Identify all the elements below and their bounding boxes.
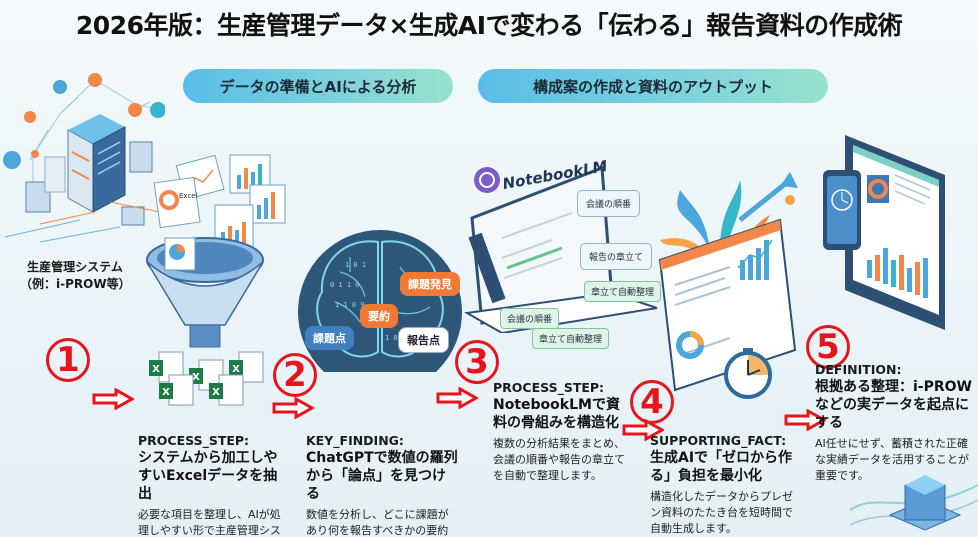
svg-text:X: X [212,387,220,398]
tablet-report-illustration [823,135,945,330]
network-node-icon [128,103,142,117]
network-node-icon [3,151,21,169]
network-node-icon [24,111,36,123]
step-4-card: SUPPORTING_FACT: 生成AIで「ゼロから作る」負担を最小化 構造化… [650,433,800,537]
step-number-4: 4 [630,380,674,424]
network-node-icon [53,80,67,94]
step-2-card: KEY_FINDING: ChatGPTで数値の羅列から「論点」を見つける 数値… [306,433,458,537]
bubble-summary: 要約 [360,304,398,328]
tag-auto-chapters-2: 章立て自動整理 [532,328,610,349]
bubble-issue-discovery: 課題発見 [400,272,460,296]
svg-text:0 1 1 0: 0 1 1 0 [330,281,360,289]
step-5-card: DEFINITION: 根拠ある整理：i-PROWなどの実データを起点にする A… [815,362,975,484]
step-3-label: PROCESS_STEP: [493,380,605,395]
ai-brain-illustration: 1 0 10 1 1 01 1 0 9 0 11 0 1 課題発見 要約 課題点… [290,222,470,372]
note-report-chapters: 報告の章立て [580,243,653,270]
step-2-heading: ChatGPTで数値の羅列から「論点」を見つける [306,449,458,502]
step-number-2: 2 [273,353,317,397]
svg-text:X: X [192,372,200,383]
bubble-report-points: 報告点 [398,327,449,353]
step-1-label: PROCESS_STEP: [138,433,250,448]
step-number-5: 5 [806,325,850,369]
step-1-heading: システムから加工しやすいExcelデータを抽出 [138,449,278,502]
step-1-card: PROCESS_STEP: システムから加工しやすいExcelデータを抽出 必要… [138,433,290,537]
phase-pill-data-analysis: データの準備とAIによる分析 [183,69,453,103]
step-3-heading: NotebookLMで資料の骨組みを構造化 [493,396,620,431]
tag-auto-chapters: 章立て自動整理 [584,281,662,302]
notebooklm-logo-icon [474,167,500,193]
page-title: 2026年版：生産管理データ×生成AIで変わる「伝わる」報告資料の作成術 [75,11,903,40]
svg-text:1 0 1: 1 0 1 [345,261,366,269]
arrow-right-icon [622,419,664,441]
tag-meeting-order: 会議の順番 [500,308,560,329]
note-meeting-order: 会議の順番 [577,190,641,217]
excel-files-group: X X X X X [145,350,295,410]
step-4-heading: 生成AIで「ゼロから作る」負担を最小化 [650,449,793,484]
step-2-body: 数値を分析し、どこに課題があり何を報告すべきかの要約をAIに補助させます。 [306,508,449,537]
network-node-icon [150,102,165,118]
svg-text:X: X [152,364,160,375]
step-number-1: 1 [46,338,90,382]
step-4-label: SUPPORTING_FACT: [650,433,787,448]
excel-file-icon: X [209,374,244,406]
svg-text:1 1 0 9: 1 1 0 9 [335,301,365,309]
arrow-right-icon [272,397,314,419]
server-small-icon [25,141,153,226]
excel-panel-label: Excel [179,192,198,200]
arrow-right-icon [784,409,826,431]
step-3-card: PROCESS_STEP: NotebookLMで資料の骨組みを構造化 複数の分… [493,380,633,484]
svg-text:X: X [232,364,240,375]
data-funnel-illustration: Excel [146,154,286,348]
notebooklm-illustration: NotebookLM 会議の順番 報告の章立て 会議の順番 章立て自動整理 章立… [462,148,662,349]
smartphone-icon [823,170,861,250]
arrow-right-icon [436,387,478,409]
data-cube-decoration [850,475,978,531]
arrow-right-icon [92,388,134,410]
excel-panel: Excel [153,176,201,229]
presentation-generation-illustration [658,172,798,399]
presentation-document-icon [658,218,797,392]
tablet-icon [845,135,945,330]
step-4-body: 構造化したデータからプレゼン資料のたたき台を短時間で自動生成します。 [650,490,793,535]
svg-text:1 0 1: 1 0 1 [385,334,406,342]
bubble-issues: 課題点 [305,326,354,350]
step-5-heading: 根拠ある整理：i-PROWなどの実データを起点にする [815,378,972,431]
excel-file-icon: X [159,374,194,406]
step-5-body: AI任せにせず、蓄積された正確な実績データを活用することが重要です。 [815,437,969,483]
network-node-icon [88,73,102,87]
step-5-label: DEFINITION: [815,362,902,377]
server-network-illustration [3,73,165,243]
system-label-line1: 生産管理システム [27,260,123,274]
step-2-label: KEY_FINDING: [306,433,404,448]
step-1-body: 必要な項目を整理し、AIが処理しやすい形で主産管理システムから出力します。 [138,508,281,537]
system-label-line2: （例：i-PROW等） [20,276,131,291]
phase-pill-output: 構成案の作成と資料のアウトプット [478,69,828,103]
stopwatch-icon [724,348,772,399]
system-label: 生産管理システム （例：i-PROW等） [20,259,131,293]
svg-text:X: X [162,387,170,398]
server-icon [67,114,126,213]
step-3-body: 複数の分析結果をまとめ、会議の順番や報告の章立てを自動で整理します。 [493,437,625,482]
network-node-icon [31,150,39,158]
step-number-3: 3 [455,340,499,384]
